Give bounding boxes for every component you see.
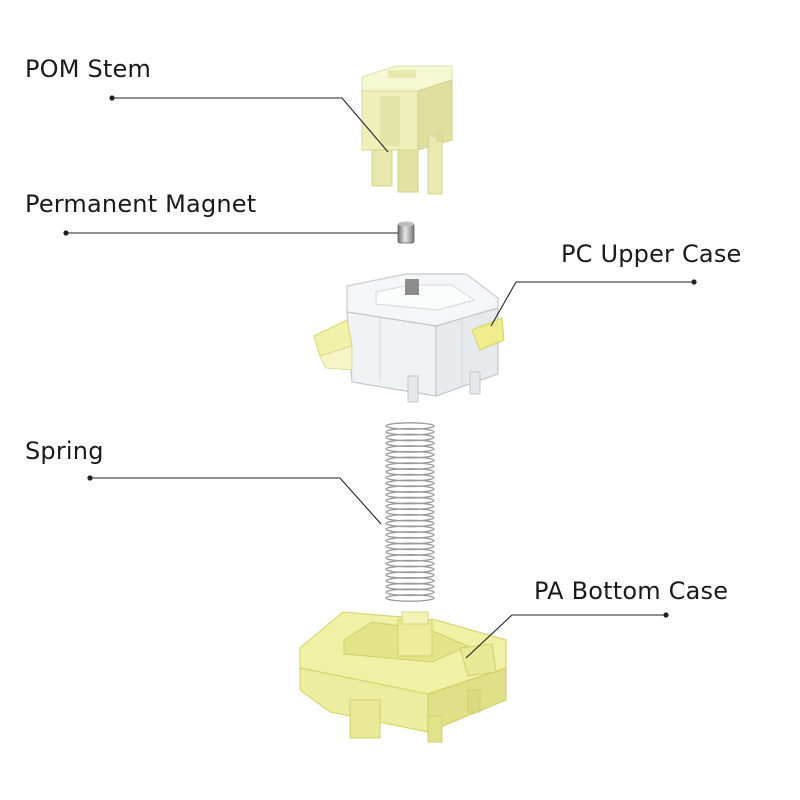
spring-coil [385,576,435,585]
spring-coil [385,456,435,465]
spring-coil [385,473,435,482]
leader-line-spring [90,477,382,525]
spring-coil [385,502,435,511]
spring-coil [385,496,435,505]
label-spring: Spring [25,437,104,465]
spring-coil [385,519,435,528]
spring-coil [385,485,435,493]
spring-coil [385,433,435,442]
spring-coil [385,513,435,522]
leader-lines [66,97,694,659]
spring-coil [385,565,435,574]
spring-coil [385,588,435,597]
leader-line-upper-case [490,281,694,327]
spring-coil [385,439,435,448]
pc-upper-case-part [313,273,505,403]
spring-coil [385,554,435,562]
spring-coil [385,462,435,470]
label-pom-stem: POM Stem [25,55,152,83]
spring-coil [385,536,435,545]
spring-coil [385,445,435,453]
spring-coil [385,542,435,551]
spring-coil [385,479,435,488]
pa-bottom-case-part [299,611,507,743]
spring-coil [385,548,435,556]
spring-coil [385,525,435,534]
leader-dot-spring [87,475,93,481]
spring-coil [385,468,435,476]
leader-dot-upper-case [691,279,697,285]
permanent-magnet-part [397,221,415,244]
pom-stem-part [361,65,453,195]
leader-dots [63,95,697,618]
spring-coil [385,427,435,436]
spring-coil [385,422,435,430]
spring-coil [385,508,435,516]
spring-coil [385,450,435,459]
spring-coil [385,571,435,579]
leader-line-bottom-case [465,614,666,659]
spring-part [385,422,435,602]
label-permanent-magnet: Permanent Magnet [25,190,257,218]
spring-coil [385,594,435,602]
leader-line-pom-stem [112,97,389,153]
leader-dot-pom-stem [109,95,115,101]
spring-coil [385,490,435,499]
spring-coil [385,582,435,591]
leader-dot-magnet [63,230,69,236]
label-pa-bottom-case: PA Bottom Case [534,577,729,605]
spring-coil [385,531,435,539]
label-pc-upper-case: PC Upper Case [561,240,742,268]
leader-dot-bottom-case [663,612,669,618]
spring-coil [385,559,435,568]
